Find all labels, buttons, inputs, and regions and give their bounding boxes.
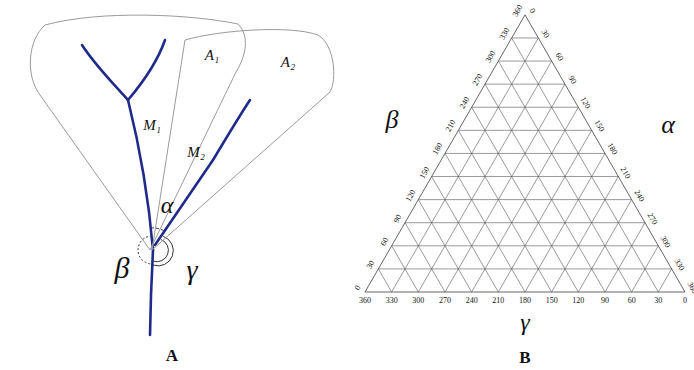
tick-label: 90 bbox=[393, 213, 404, 224]
grid-line bbox=[512, 38, 659, 292]
grid-line bbox=[405, 222, 645, 223]
grid-line bbox=[498, 130, 591, 292]
tick-label: 240 bbox=[466, 297, 478, 305]
tick-label: 210 bbox=[619, 165, 632, 179]
grid-line bbox=[605, 223, 645, 292]
tick-label: 60 bbox=[553, 52, 564, 63]
grid-line bbox=[472, 107, 579, 292]
tick-label: 0 bbox=[527, 7, 536, 14]
tick-label: 360 bbox=[359, 297, 371, 305]
grid-line bbox=[432, 177, 499, 292]
region-label: A₁ bbox=[205, 48, 219, 63]
angle-arc bbox=[151, 228, 165, 232]
region-shape bbox=[20, 10, 255, 260]
branch-label: M₁ bbox=[143, 118, 161, 133]
grid-line bbox=[418, 200, 471, 292]
angle-label: γ bbox=[186, 256, 197, 284]
tick-label: 90 bbox=[566, 75, 577, 86]
region-border bbox=[30, 15, 245, 250]
tick-label: 120 bbox=[572, 297, 584, 305]
tick-label: 330 bbox=[672, 258, 685, 272]
tick-label: 240 bbox=[632, 188, 645, 202]
tick-label: 270 bbox=[645, 212, 658, 226]
grid-line bbox=[432, 176, 619, 177]
angle-label: α bbox=[161, 193, 174, 217]
region-label: A₂ bbox=[281, 55, 295, 70]
branch-tree bbox=[82, 40, 250, 335]
tick-label: 30 bbox=[654, 297, 662, 305]
tick-label: 270 bbox=[439, 297, 451, 305]
tick-label: 30 bbox=[366, 259, 377, 270]
grid-line bbox=[445, 153, 525, 292]
grid-line bbox=[445, 84, 565, 292]
tick-label: 180 bbox=[432, 142, 445, 156]
tick-label: 60 bbox=[628, 297, 636, 305]
tick-label: 150 bbox=[418, 165, 431, 179]
tick-label: 90 bbox=[601, 297, 609, 305]
grid-line bbox=[498, 61, 631, 292]
branch-label: M₂ bbox=[187, 145, 205, 160]
branch-line bbox=[155, 100, 250, 245]
grid-line bbox=[458, 130, 591, 131]
grid-line bbox=[485, 84, 605, 292]
tick-label: 300 bbox=[485, 50, 498, 64]
grid-line bbox=[378, 269, 391, 292]
grid-line bbox=[485, 84, 565, 85]
tick-label: 0 bbox=[683, 297, 687, 305]
tick-label: 210 bbox=[492, 297, 504, 305]
tick-label: 330 bbox=[386, 297, 398, 305]
grid-line bbox=[405, 223, 445, 292]
angle-label: β bbox=[115, 253, 130, 283]
region-outline: A₁ bbox=[20, 10, 255, 260]
tick-label: 150 bbox=[546, 297, 558, 305]
tick-label: 240 bbox=[458, 96, 471, 110]
tick-label: 30 bbox=[540, 28, 551, 39]
tick-label: 0 bbox=[354, 284, 363, 291]
tick-label: 60 bbox=[379, 236, 390, 247]
grid-line bbox=[378, 268, 671, 269]
grid-line bbox=[512, 37, 539, 38]
trunk-line bbox=[150, 250, 153, 335]
branch-line bbox=[128, 40, 165, 100]
tick-label: 270 bbox=[472, 73, 485, 87]
tick-label: 180 bbox=[605, 142, 618, 156]
grid-line bbox=[392, 246, 419, 292]
tick-label: 150 bbox=[592, 119, 605, 133]
panel-letter: A bbox=[166, 347, 178, 364]
branch-line bbox=[82, 45, 128, 100]
tick-label: 300 bbox=[412, 297, 424, 305]
tick-label: 210 bbox=[445, 119, 458, 133]
grid-line bbox=[658, 269, 671, 292]
tick-label: 330 bbox=[498, 27, 511, 41]
tick-label: 360 bbox=[685, 281, 694, 295]
grid-line bbox=[458, 130, 551, 292]
axis-label: β bbox=[386, 107, 399, 133]
grid-line bbox=[392, 38, 539, 292]
axis-label: γ bbox=[520, 310, 529, 334]
tick-label: 120 bbox=[405, 188, 418, 202]
tick-label: 120 bbox=[579, 96, 592, 110]
axis-label: α bbox=[661, 112, 675, 138]
grid-line bbox=[552, 177, 619, 292]
tick-label: 300 bbox=[659, 235, 672, 249]
panel-letter: B bbox=[519, 349, 530, 366]
grid-line bbox=[472, 107, 579, 292]
ternary-grid bbox=[365, 15, 685, 292]
tick-label: 180 bbox=[519, 297, 531, 305]
region-border bbox=[152, 30, 334, 250]
tick-label: 360 bbox=[512, 4, 525, 18]
region-outline: A₂ bbox=[145, 18, 340, 258]
region-shape bbox=[145, 18, 340, 258]
